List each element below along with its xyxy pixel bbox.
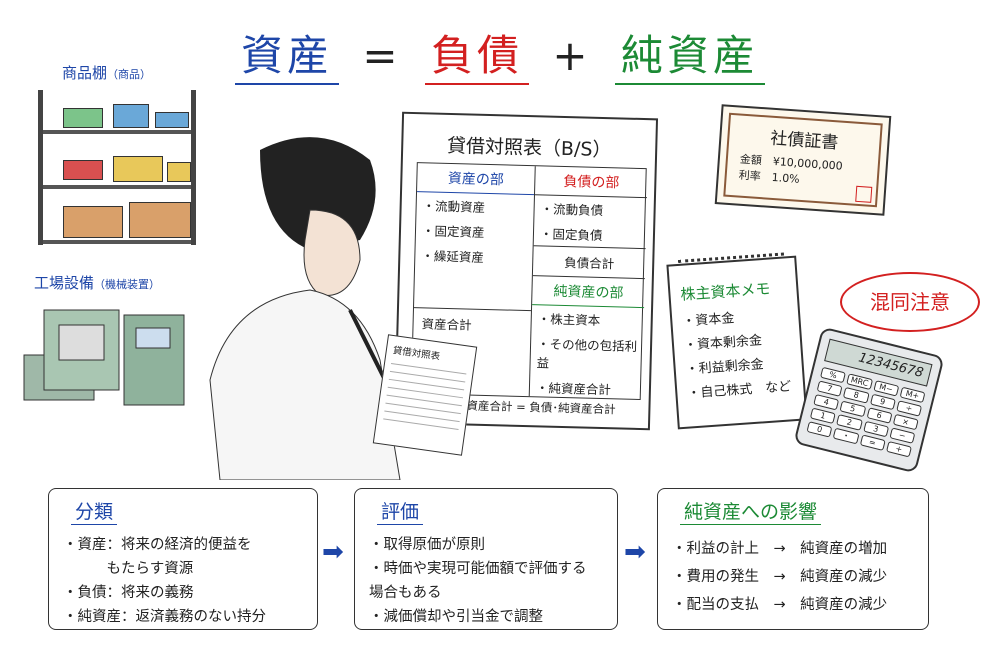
liabilities-header: 負債の部 [534, 166, 648, 199]
title-net-assets: 純資産 [614, 22, 765, 85]
liabilities-total: 負債合計 [532, 245, 646, 279]
memo-item: ・資本剰余金 [683, 333, 763, 354]
factory-label-note: （機械装置） [94, 278, 161, 291]
small-balance-sheet-paper: 貸借対照表 [372, 334, 478, 456]
panel-classification: 分類 ・資産：将来の経済的便益を もたらす資源 ・負債：将来の義務 ・純資産：返… [48, 488, 318, 630]
net-assets-header: 純資産の部 [532, 275, 645, 309]
caution-speech-bubble: 混同注意 [840, 272, 980, 332]
net-assets-item: ・純資産合計 [535, 380, 612, 398]
panel-valuation: 評価 ・取得原価が原則 ・時価や実現可能価額で評価する 場合もある ・減価償却や… [354, 488, 618, 630]
title-plus: + [552, 31, 592, 80]
bond-title: 社債証書 [769, 128, 839, 154]
panel-item: ・取得原価が原則 [369, 537, 485, 553]
panel-item: 場合もある [369, 585, 442, 601]
assets-item: ・流動資産 [422, 198, 486, 215]
panel-title: 分類 [71, 497, 118, 525]
factory-label-text: 工場設備 [34, 274, 95, 292]
panel-title: 評価 [377, 497, 424, 525]
person-illustration [209, 137, 401, 480]
memo-item: ・資本金 [681, 311, 735, 330]
shelf-label-note: （商品） [107, 68, 152, 81]
calculator-key: ・ [832, 427, 860, 445]
panel-item: ・利益の計上 → 純資産の増加 [672, 541, 888, 557]
shareholders-equity-memo: 株主資本メモ ・資本金 ・資本剰余金 ・利益剰余金 ・自己株式 など [666, 252, 808, 430]
memo-item: ・自己株式 など [686, 379, 792, 402]
panel-item: ・配当の支払 → 純資産の減少 [672, 597, 888, 613]
calculator-key: 0 [806, 421, 833, 438]
calculator-key: + [885, 440, 912, 458]
assets-item: ・繰延資産 [421, 248, 485, 265]
factory-label: 工場設備（機械装置） [34, 272, 160, 293]
bond-certificate: 社債証書 金額 ¥10,000,000 利率 1.0% [714, 104, 892, 216]
shelf-label-text: 商品棚 [62, 64, 108, 82]
panel-item: ・費用の発生 → 純資産の減少 [672, 569, 888, 585]
calculator-key: = [859, 434, 886, 451]
liabilities-item: ・流動負債 [540, 201, 604, 218]
panel-item: ・時価や実現可能価額で評価する [369, 561, 587, 577]
panel-item: ・減価償却や引当金で調整 [369, 609, 543, 625]
bond-rate-label: 利率 [738, 168, 762, 184]
balance-equation: 資産合計 = 負債･純資産合計 [466, 398, 616, 417]
liabilities-item: ・固定負債 [539, 226, 603, 243]
bond-rate: 1.0% [771, 170, 801, 186]
right-arrow-icon: ➡ [322, 537, 344, 567]
panel-item: もたらす資源 [63, 561, 194, 577]
title-assets: 資産 [235, 22, 340, 85]
panel-item: ・純資産：返済義務のない持分 [63, 609, 266, 625]
spiral-binding [678, 252, 785, 270]
memo-item: ・利益剰余金 [685, 357, 765, 378]
title-liabilities: 負債 [424, 22, 529, 85]
panel-item: ・資産：将来の経済的便益を [63, 537, 252, 553]
right-arrow-icon: ➡ [624, 537, 646, 567]
net-assets-item: ・その他の包括利益 [536, 336, 638, 371]
assets-total: 資産合計 [413, 307, 531, 341]
machine-illustration [23, 309, 185, 406]
balance-sheet-title: 貸借対照表（B/S） [446, 134, 612, 162]
memo-title: 株主資本メモ [679, 279, 771, 304]
panel-net-assets-impact: 純資産への影響 ・利益の計上 → 純資産の増加 ・費用の発生 → 純資産の減少 … [657, 488, 929, 630]
title-equals: = [362, 31, 402, 80]
panel-title: 純資産への影響 [680, 497, 822, 525]
assets-header: 資産の部 [417, 163, 535, 196]
bond-amount-label: 金額 [739, 152, 763, 168]
shelf-illustration [38, 90, 196, 245]
shelf-label: 商品棚（商品） [62, 62, 151, 83]
assets-item: ・固定資産 [421, 223, 485, 240]
seal-stamp-icon [855, 185, 873, 203]
liabilities-section: 負債の部 ・流動負債 ・固定負債 負債合計 純資産の部 ・株主資本 ・その他の包… [530, 166, 648, 399]
equation-title: 資産 = 負債 + 純資産 [0, 22, 1000, 85]
panel-item: ・負債：将来の義務 [63, 585, 194, 601]
net-assets-item: ・株主資本 [537, 311, 601, 328]
